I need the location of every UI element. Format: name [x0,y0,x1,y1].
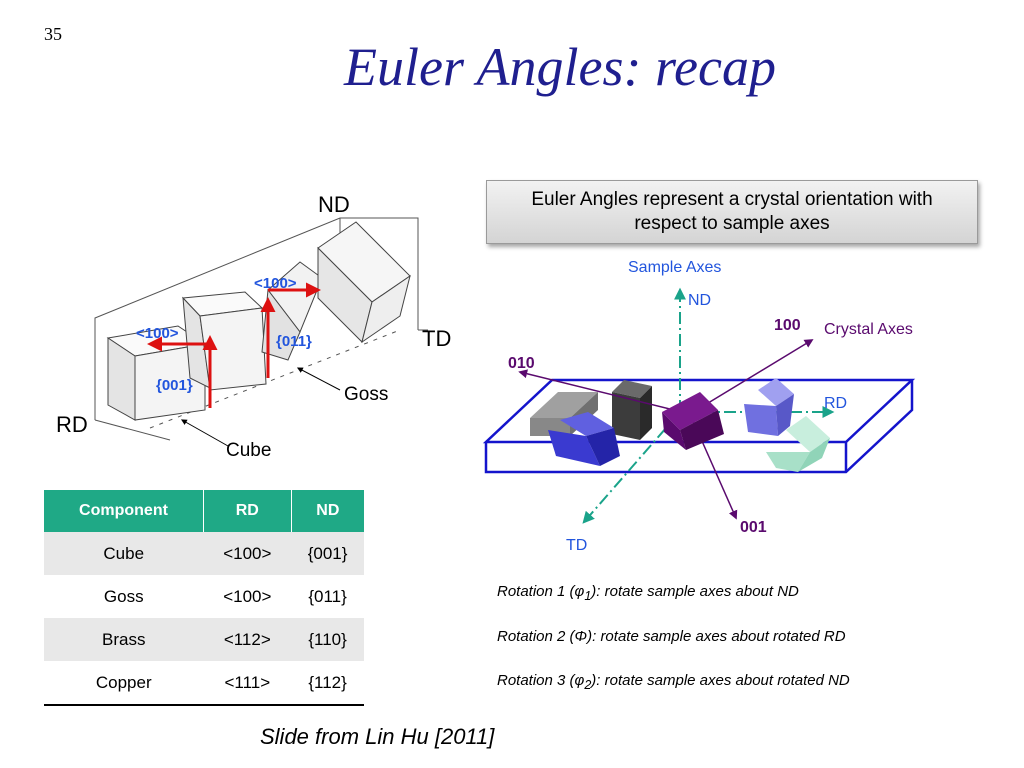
cube-pointer [180,419,229,447]
slide-credit: Slide from Lin Hu [2011] [260,724,495,749]
table-row: Copper <111> {112} [44,661,364,706]
crystal-purple [662,392,724,450]
header-nd: ND [291,490,364,532]
crystal-lavender [744,378,794,436]
label-axis-001: 001 [740,519,767,536]
cell-rd: <111> [203,661,292,706]
callout-text: Euler Angles represent a crystal orienta… [531,189,933,234]
rotation-3: Rotation 3 (φ2): rotate sample axes abou… [497,672,850,692]
label-rd-left: RD [56,412,88,437]
texture-table: Component RD ND Cube <100> {001} Goss <1… [44,490,364,706]
slide-title: Euler Angles: recap [344,37,776,97]
direction-arrows [147,282,321,408]
label-crystal-axes: Crystal Axes [824,321,913,338]
cell-nd: {112} [291,661,364,706]
crystal-dark [612,380,652,440]
table-row: Cube <100> {001} [44,532,364,575]
goss-rd-direction: <100> [254,275,297,292]
sample-frame [94,217,428,441]
goss-crystal [317,221,411,344]
label-nd-sample: ND [688,292,711,309]
label-sample-axes: Sample Axes [628,259,721,276]
header-component: Component [44,490,204,532]
label-axis-100: 100 [774,317,801,334]
label-goss: Goss [344,384,388,405]
sample-slab [482,378,916,474]
table-row: Goss <100> {011} [44,575,364,618]
label-td-left: TD [422,326,451,351]
table-row: Brass <112> {110} [44,618,364,661]
cell-rd: <100> [203,532,292,575]
header-rd: RD [203,490,292,532]
callout-box: Euler Angles represent a crystal orienta… [486,180,978,244]
label-rd-sample: RD [824,395,847,412]
crystal-blue [548,412,620,466]
label-cube: Cube [226,440,271,461]
cube-nd-plane: {001} [156,377,193,394]
rotation-1: Rotation 1 (φ1): rotate sample axes abou… [497,583,799,603]
label-td-sample: TD [566,537,587,554]
cell-rd: <100> [223,586,272,606]
rotation-2: Rotation 2 (Φ): rotate sample axes about… [497,628,846,645]
label-nd-left: ND [318,192,350,217]
goss-pointer [296,367,341,391]
goss-nd-plane: {011} [276,333,312,350]
cell-nd: {110} [291,618,364,661]
cell-component: Goss [103,586,144,606]
cell-component: Copper [44,661,204,706]
crystal-mint [766,416,830,472]
cell-component: Cube [44,532,204,575]
cell-nd: {001} [291,532,364,575]
cell-component: Brass [44,618,204,661]
cube-rd-direction: <100> [136,325,179,342]
cell-rd: <112> [203,618,292,661]
label-axis-010: 010 [508,355,535,372]
cell-nd: {011} [308,586,347,606]
slide-number: 35 [44,24,62,44]
table-header-row: Component RD ND [44,490,364,532]
